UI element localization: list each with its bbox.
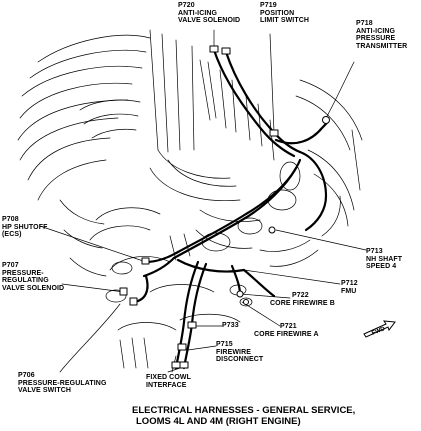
callout-id: P712 (341, 280, 358, 287)
callout-p715: P715 FIREWIRE DISCONNECT (216, 341, 263, 364)
callout-id: P733 (222, 322, 239, 329)
callout-id: P718 (356, 20, 373, 27)
callout-fixed-cowl-interface: FIXED COWL INTERFACE (146, 374, 191, 389)
figure-caption: ELECTRICAL HARNESSES - GENERAL SERVICE, … (132, 405, 355, 427)
callout-text: VALVE SOLENOID (2, 284, 65, 292)
callout-text: PRESSURE- (2, 269, 44, 277)
callout-p712: P712 FMU (341, 280, 358, 295)
callout-text: SPEED 4 (366, 263, 397, 271)
callout-id: P721 (280, 323, 297, 330)
callout-p718: P718 ANTI-ICING PRESSURE TRANSMITTER (356, 20, 407, 50)
callout-p722: P722 CORE FIREWIRE B (270, 292, 335, 307)
callout-p706: P706 PRESSURE-REGULATING VALVE SWITCH (18, 372, 107, 395)
callout-id: P706 (18, 372, 35, 379)
connector-plugs (119, 45, 330, 369)
caption-line-2: LOOMS 4L AND 4M (RIGHT ENGINE) (136, 416, 301, 427)
callout-text: DISCONNECT (216, 356, 264, 364)
callout-text: FMU (341, 287, 357, 295)
callout-p721: P721 CORE FIREWIRE A (254, 323, 319, 338)
callout-text: INTERFACE (146, 381, 187, 389)
callout-id: P708 (2, 216, 19, 223)
callout-text: (ECS) (2, 231, 22, 239)
callout-p733: P733 (222, 322, 239, 330)
callout-id: P715 (216, 341, 233, 348)
callout-text: PRESSURE-REGULATING (18, 379, 107, 387)
harness-looms (132, 48, 330, 370)
callout-p713: P713 NH SHAFT SPEED 4 (366, 248, 402, 271)
callout-p708: P708 HP SHUTOFF (ECS) (2, 216, 47, 239)
forward-label: FWD (371, 326, 387, 337)
caption-line-1: ELECTRICAL HARNESSES - GENERAL SERVICE, (132, 405, 356, 416)
forward-arrow-icon: FWD (363, 320, 396, 338)
callout-leaders (39, 29, 367, 373)
callout-text: CORE FIREWIRE A (254, 330, 319, 338)
callout-id: P713 (366, 248, 383, 255)
callout-text: FIREWIRE (216, 348, 252, 356)
callout-text: POSITION (260, 9, 295, 17)
callout-text: VALVE SOLENOID (178, 17, 241, 25)
callout-text: REGULATING (2, 277, 49, 285)
callout-text: TRANSMITTER (356, 42, 408, 50)
callout-text: ANTI-ICING (178, 9, 218, 17)
callout-text: VALVE SWITCH (18, 387, 72, 395)
callout-text: PRESSURE (356, 35, 396, 43)
callout-id: P707 (2, 262, 19, 269)
callout-text: ANTI-ICING (356, 27, 396, 35)
callout-text: FIXED COWL (146, 374, 191, 381)
callout-id: P720 (178, 2, 195, 9)
callout-p719: P719 POSITION LIMIT SWITCH (260, 2, 309, 25)
callout-id: P722 (292, 292, 309, 299)
callout-text: CORE FIREWIRE B (270, 299, 335, 307)
callout-p720: P720 ANTI-ICING VALVE SOLENOID (178, 2, 240, 25)
callout-text: LIMIT SWITCH (260, 17, 310, 25)
callout-id: P719 (260, 2, 277, 9)
callout-text: HP SHUTOFF (2, 223, 48, 231)
callout-p707: P707 PRESSURE- REGULATING VALVE SOLENOID (2, 262, 64, 292)
callout-text: NH SHAFT (366, 255, 403, 263)
engine-casing-lines (17, 29, 363, 369)
